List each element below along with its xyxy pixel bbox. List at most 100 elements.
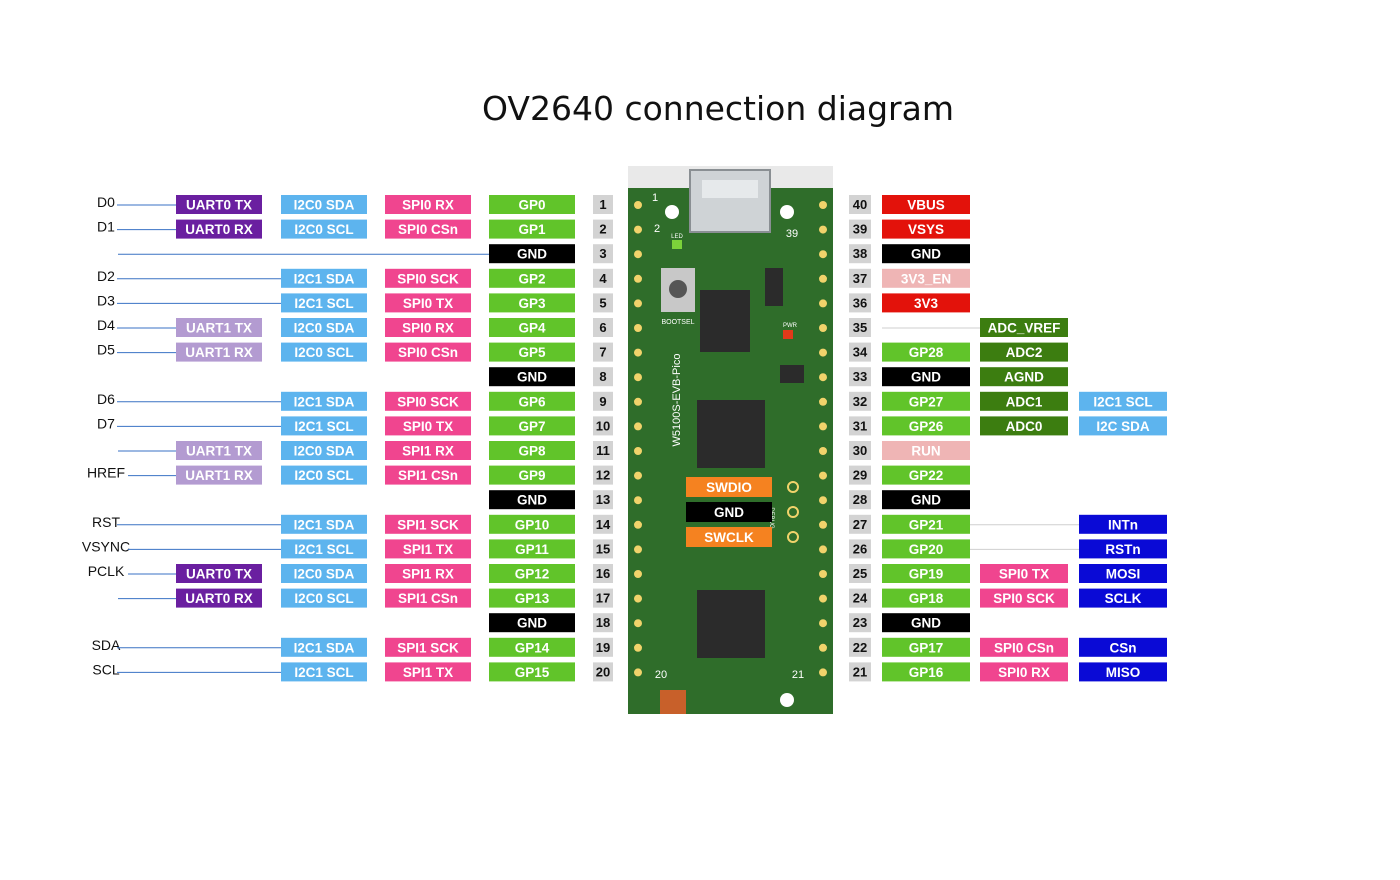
right-pin-num-box: [849, 662, 871, 682]
left-pad: [634, 201, 642, 209]
pico-board: BOOTSELLEDPWRW5100S-EVB-PicoDEBUG1239202…: [628, 166, 833, 714]
left-gp2-label-box: [489, 268, 575, 288]
left-i2c0-scl-label-box: [281, 342, 367, 362]
left-pin-num: 20: [596, 664, 610, 679]
left-uart0-tx-label-box: [176, 195, 262, 214]
left-spi0-csn-label-box: [385, 219, 471, 239]
left-uart1-rx-label: UART1 RX: [185, 468, 253, 483]
left-i2c0-sda-label: I2C0 SDA: [294, 567, 355, 582]
right-gp17-label: GP17: [909, 640, 944, 655]
left-pin-num-box: [593, 293, 613, 313]
left-pin-num-box: [593, 637, 613, 657]
left-pad: [634, 594, 642, 603]
right-agnd-label: AGND: [1004, 370, 1044, 385]
board-silkscreen: W5100S-EVB-Pico: [671, 354, 683, 447]
right-gp18-label: GP18: [909, 591, 944, 606]
corner-pin-label: 21: [792, 669, 804, 681]
left-uart0-tx-label: UART0 TX: [186, 567, 252, 582]
left-pad: [634, 668, 642, 677]
right-pin-num-box: [849, 416, 871, 436]
right-pad: [819, 570, 827, 578]
left-spi0-sck-label: SPI0 SCK: [397, 394, 459, 409]
corner-pin-label: 2: [654, 223, 660, 235]
right-pad: [819, 594, 827, 603]
right-adc2-label-box: [980, 342, 1068, 362]
right-pin-num: 37: [853, 271, 867, 286]
right-gp22-label: GP22: [909, 468, 944, 483]
left-i2c0-sda-label-box: [281, 318, 367, 337]
right-pin-num: 26: [853, 541, 867, 556]
ov2640-signal-d7: D7: [97, 415, 115, 431]
right-pin-num-box: [849, 268, 871, 288]
left-pin-num-box: [593, 564, 613, 583]
left-pin-num: 5: [599, 295, 606, 310]
left-gp5-label-box: [489, 342, 575, 362]
left-spi1-sck-label-box: [385, 637, 471, 657]
left-spi0-csn-label-box: [385, 342, 471, 362]
left-pad: [634, 422, 642, 431]
left-uart0-rx-label: UART0 RX: [185, 222, 253, 237]
left-spi0-rx-label: SPI0 RX: [402, 198, 454, 213]
right-spi0-tx-label-box: [980, 564, 1068, 583]
right-spi0-sck-label-box: [980, 588, 1068, 608]
right-i2c1-scl-label: I2C1 SCL: [1093, 394, 1152, 409]
left-pad: [634, 570, 642, 578]
left-spi1-csn-label-box: [385, 588, 471, 608]
right-gnd-label-box: [882, 367, 970, 387]
left-spi1-rx-label-box: [385, 564, 471, 583]
right-gp20-label-box: [882, 539, 970, 559]
left-pin-num: 3: [599, 246, 606, 261]
left-pad: [634, 447, 642, 455]
swd-swdio-box: [686, 477, 772, 497]
ov2640-signal-d2: D2: [97, 268, 115, 284]
left-pin-num-box: [593, 490, 613, 510]
right-pin-num-box: [849, 318, 871, 337]
right-pin-num: 24: [853, 591, 868, 606]
left-i2c1-sda-label-box: [281, 391, 367, 411]
left-pin-num-box: [593, 613, 613, 633]
right-pin-num: 21: [853, 664, 867, 679]
right-gnd-label: GND: [911, 493, 941, 508]
right-rstn-label-box: [1079, 539, 1167, 559]
right-pin-num: 35: [853, 320, 867, 335]
mounting-hole: [665, 205, 679, 219]
ov2640-signal-d0: D0: [97, 194, 115, 210]
left-i2c1-scl-label-box: [281, 662, 367, 682]
left-uart1-rx-label: UART1 RX: [185, 345, 253, 360]
right-pin-num: 34: [853, 345, 868, 360]
left-pad: [634, 250, 642, 259]
left-gp11-label-box: [489, 539, 575, 559]
right-intn-label: INTn: [1108, 517, 1138, 532]
right-pin-num-box: [849, 244, 871, 264]
right-gp20-label: GP20: [909, 542, 944, 557]
right-mosi-label: MOSI: [1106, 567, 1141, 582]
right-vbus-label-box: [882, 195, 970, 214]
left-pin-num: 1: [599, 197, 606, 212]
left-pad: [634, 299, 642, 308]
left-i2c0-sda-label: I2C0 SDA: [294, 444, 355, 459]
left-gp8-label-box: [489, 441, 575, 460]
left-spi0-tx-label: SPI0 TX: [403, 419, 453, 434]
right-vbus-label: VBUS: [907, 198, 945, 213]
left-uart0-rx-label-box: [176, 588, 262, 608]
left-pad: [634, 545, 642, 554]
right-vsys-label: VSYS: [908, 222, 944, 237]
left-gp11-label: GP11: [515, 542, 549, 557]
left-gnd-label: GND: [517, 616, 547, 631]
left-pin-num-box: [593, 342, 613, 362]
ov2640-signal-rst: RST: [92, 514, 120, 530]
swd-pad: [787, 531, 799, 543]
right-pad: [819, 545, 827, 554]
left-gp1-label-box: [489, 219, 575, 239]
diagram-title: OV2640 connection diagram: [482, 89, 954, 128]
ov2640-signal-vsync: VSYNC: [82, 538, 130, 554]
left-spi0-rx-label-box: [385, 195, 471, 214]
left-pin-num: 18: [596, 615, 610, 630]
right-adc1-label: ADC1: [1006, 394, 1043, 409]
right-3v3-en-label-box: [882, 268, 970, 288]
left-spi1-tx-label: SPI1 TX: [403, 542, 453, 557]
left-pin-num: 6: [599, 320, 606, 335]
ov2640-signal-d3: D3: [97, 292, 115, 308]
right-gp28-label-box: [882, 342, 970, 362]
